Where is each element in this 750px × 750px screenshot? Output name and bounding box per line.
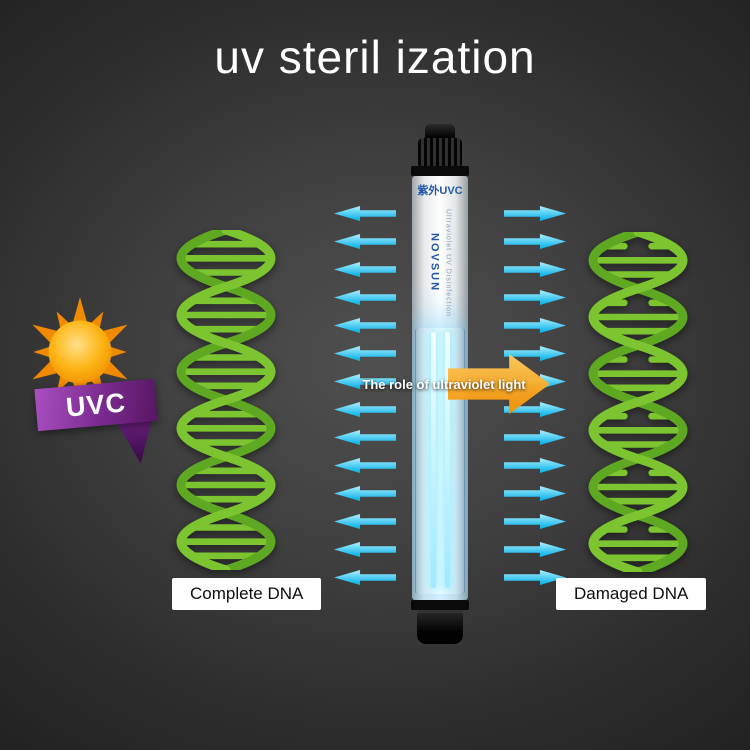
lamp-bottom-flange xyxy=(411,600,469,610)
lamp-top-label: 紫外UVC xyxy=(417,185,463,197)
uv-arrow-left xyxy=(334,234,396,249)
uv-arrow-right xyxy=(504,206,566,221)
sun-ray xyxy=(33,345,53,359)
uv-arrow-left xyxy=(334,206,396,221)
uv-arrow-left xyxy=(334,402,396,417)
uv-arrow-left xyxy=(334,290,396,305)
lamp-top-cap xyxy=(418,138,462,166)
uv-arrow-left xyxy=(334,458,396,473)
uv-arrows-right xyxy=(504,206,566,585)
uv-arrow-left xyxy=(334,430,396,445)
uv-arrow-right xyxy=(504,458,566,473)
uv-arrow-right xyxy=(504,430,566,445)
lamp-label-area: 紫外UVC NOVSUN Ultraviolet UV Disinfection xyxy=(412,176,468,328)
lamp-filament xyxy=(431,332,436,588)
damaged-dna-label: Damaged DNA xyxy=(556,578,707,610)
uv-arrow-left xyxy=(334,346,396,361)
uv-arrow-right xyxy=(504,262,566,277)
uv-arrow-right xyxy=(504,318,566,333)
page-title: uv steril ization xyxy=(214,31,536,83)
uv-arrow-left xyxy=(334,542,396,557)
uv-arrow-right xyxy=(504,514,566,529)
sun-rays xyxy=(32,297,128,407)
sun-core xyxy=(48,320,112,384)
uv-arrow-left xyxy=(334,570,396,585)
uv-arrow-left xyxy=(334,486,396,501)
ribbon-fold xyxy=(116,419,156,466)
complete-dna-label: Complete DNA xyxy=(172,578,322,610)
uv-arrow-left xyxy=(334,514,396,529)
lamp-sub-text: Ultraviolet UV Disinfection xyxy=(444,209,452,317)
uv-arrow-right xyxy=(504,542,566,557)
dna-damaged-illustration xyxy=(588,232,688,572)
lamp-filament xyxy=(445,332,450,588)
uv-arrow-left xyxy=(334,262,396,277)
uv-arrow-right xyxy=(504,486,566,501)
role-arrow-caption: The role of ultraviolet light xyxy=(362,377,526,392)
uv-arrow-right xyxy=(504,234,566,249)
dna-strand-front xyxy=(176,230,276,570)
uv-arrow-left xyxy=(334,318,396,333)
lamp-bottom-cap xyxy=(417,610,463,644)
lamp-glow-tube xyxy=(415,328,465,594)
lamp-brand-text: NOVSUN xyxy=(428,233,441,293)
dna-strand-front xyxy=(588,232,688,572)
sun-ray xyxy=(72,297,88,323)
lamp-top-flange xyxy=(411,166,469,176)
sun-ray xyxy=(107,345,127,359)
uv-arrows-left xyxy=(334,206,396,585)
uvc-ribbon-label: UVC xyxy=(64,386,128,423)
lamp-top-tip xyxy=(425,124,455,138)
uv-arrow-right xyxy=(504,290,566,305)
dna-complete-illustration xyxy=(176,230,276,570)
lamp-vertical-text: NOVSUN Ultraviolet UV Disinfection xyxy=(412,204,468,322)
sun-icon xyxy=(32,297,128,407)
